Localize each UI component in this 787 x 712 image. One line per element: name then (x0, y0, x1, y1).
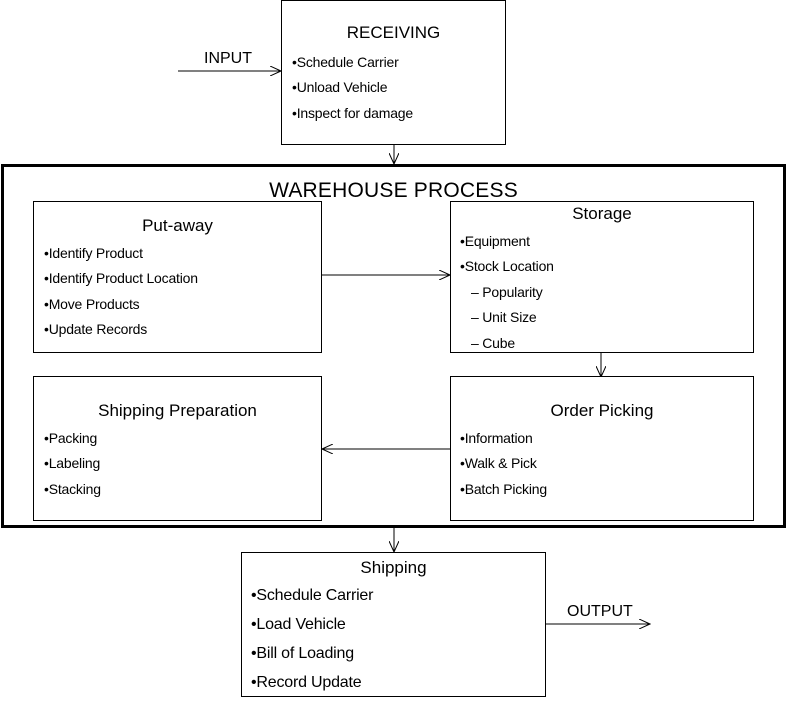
storage-box: Storage •Equipment •Stock Location – Pop… (450, 201, 754, 353)
receiving-item: •Unload Vehicle (292, 79, 388, 95)
putaway-title: Put-away (142, 216, 213, 235)
shipping-item: •Bill of Loading (251, 645, 354, 662)
shipping-box: Shipping •Schedule Carrier •Load Vehicle… (241, 552, 546, 697)
order-picking-item: •Batch Picking (460, 481, 547, 497)
receiving-item: •Inspect for damage (292, 105, 413, 121)
putaway-box: Put-away •Identify Product •Identify Pro… (33, 201, 322, 353)
shipping-title: Shipping (360, 558, 427, 577)
order-picking-item: •Walk & Pick (460, 455, 537, 471)
shipping-prep-item: •Packing (44, 430, 98, 446)
receiving-item: •Schedule Carrier (292, 54, 399, 70)
putaway-item: •Identify Product Location (44, 270, 198, 286)
shipping-prep-item: •Labeling (44, 455, 101, 471)
receiving-title: RECEIVING (346, 23, 441, 42)
putaway-item: •Identify Product (44, 245, 143, 261)
order-picking-box: Order Picking •Information •Walk & Pick … (450, 376, 754, 521)
shipping-prep-box: Shipping Preparation •Packing •Labeling … (33, 376, 322, 521)
shipping-item: •Schedule Carrier (251, 587, 374, 604)
shipping-prep-item: •Stacking (44, 481, 101, 497)
order-picking-title: Order Picking (550, 401, 654, 420)
output-label: OUTPUT (567, 603, 633, 620)
storage-subitem: – Unit Size (471, 309, 537, 325)
order-picking-item: •Information (460, 430, 533, 446)
storage-item: •Stock Location (460, 258, 554, 274)
shipping-prep-title: Shipping Preparation (98, 401, 257, 420)
input-label: INPUT (204, 50, 252, 67)
putaway-item: •Update Records (44, 321, 148, 337)
storage-title: Storage (572, 204, 632, 223)
storage-subitem: – Cube (471, 335, 515, 351)
shipping-item: •Record Update (251, 674, 362, 691)
storage-subitem: – Popularity (471, 284, 543, 300)
shipping-item: •Load Vehicle (251, 616, 346, 633)
warehouse-title: WAREHOUSE PROCESS (269, 179, 518, 202)
receiving-box: RECEIVING •Schedule Carrier •Unload Vehi… (281, 0, 506, 145)
storage-item: •Equipment (460, 233, 530, 249)
warehouse-process-box: WAREHOUSE PROCESS (1, 164, 786, 528)
putaway-item: •Move Products (44, 296, 140, 312)
